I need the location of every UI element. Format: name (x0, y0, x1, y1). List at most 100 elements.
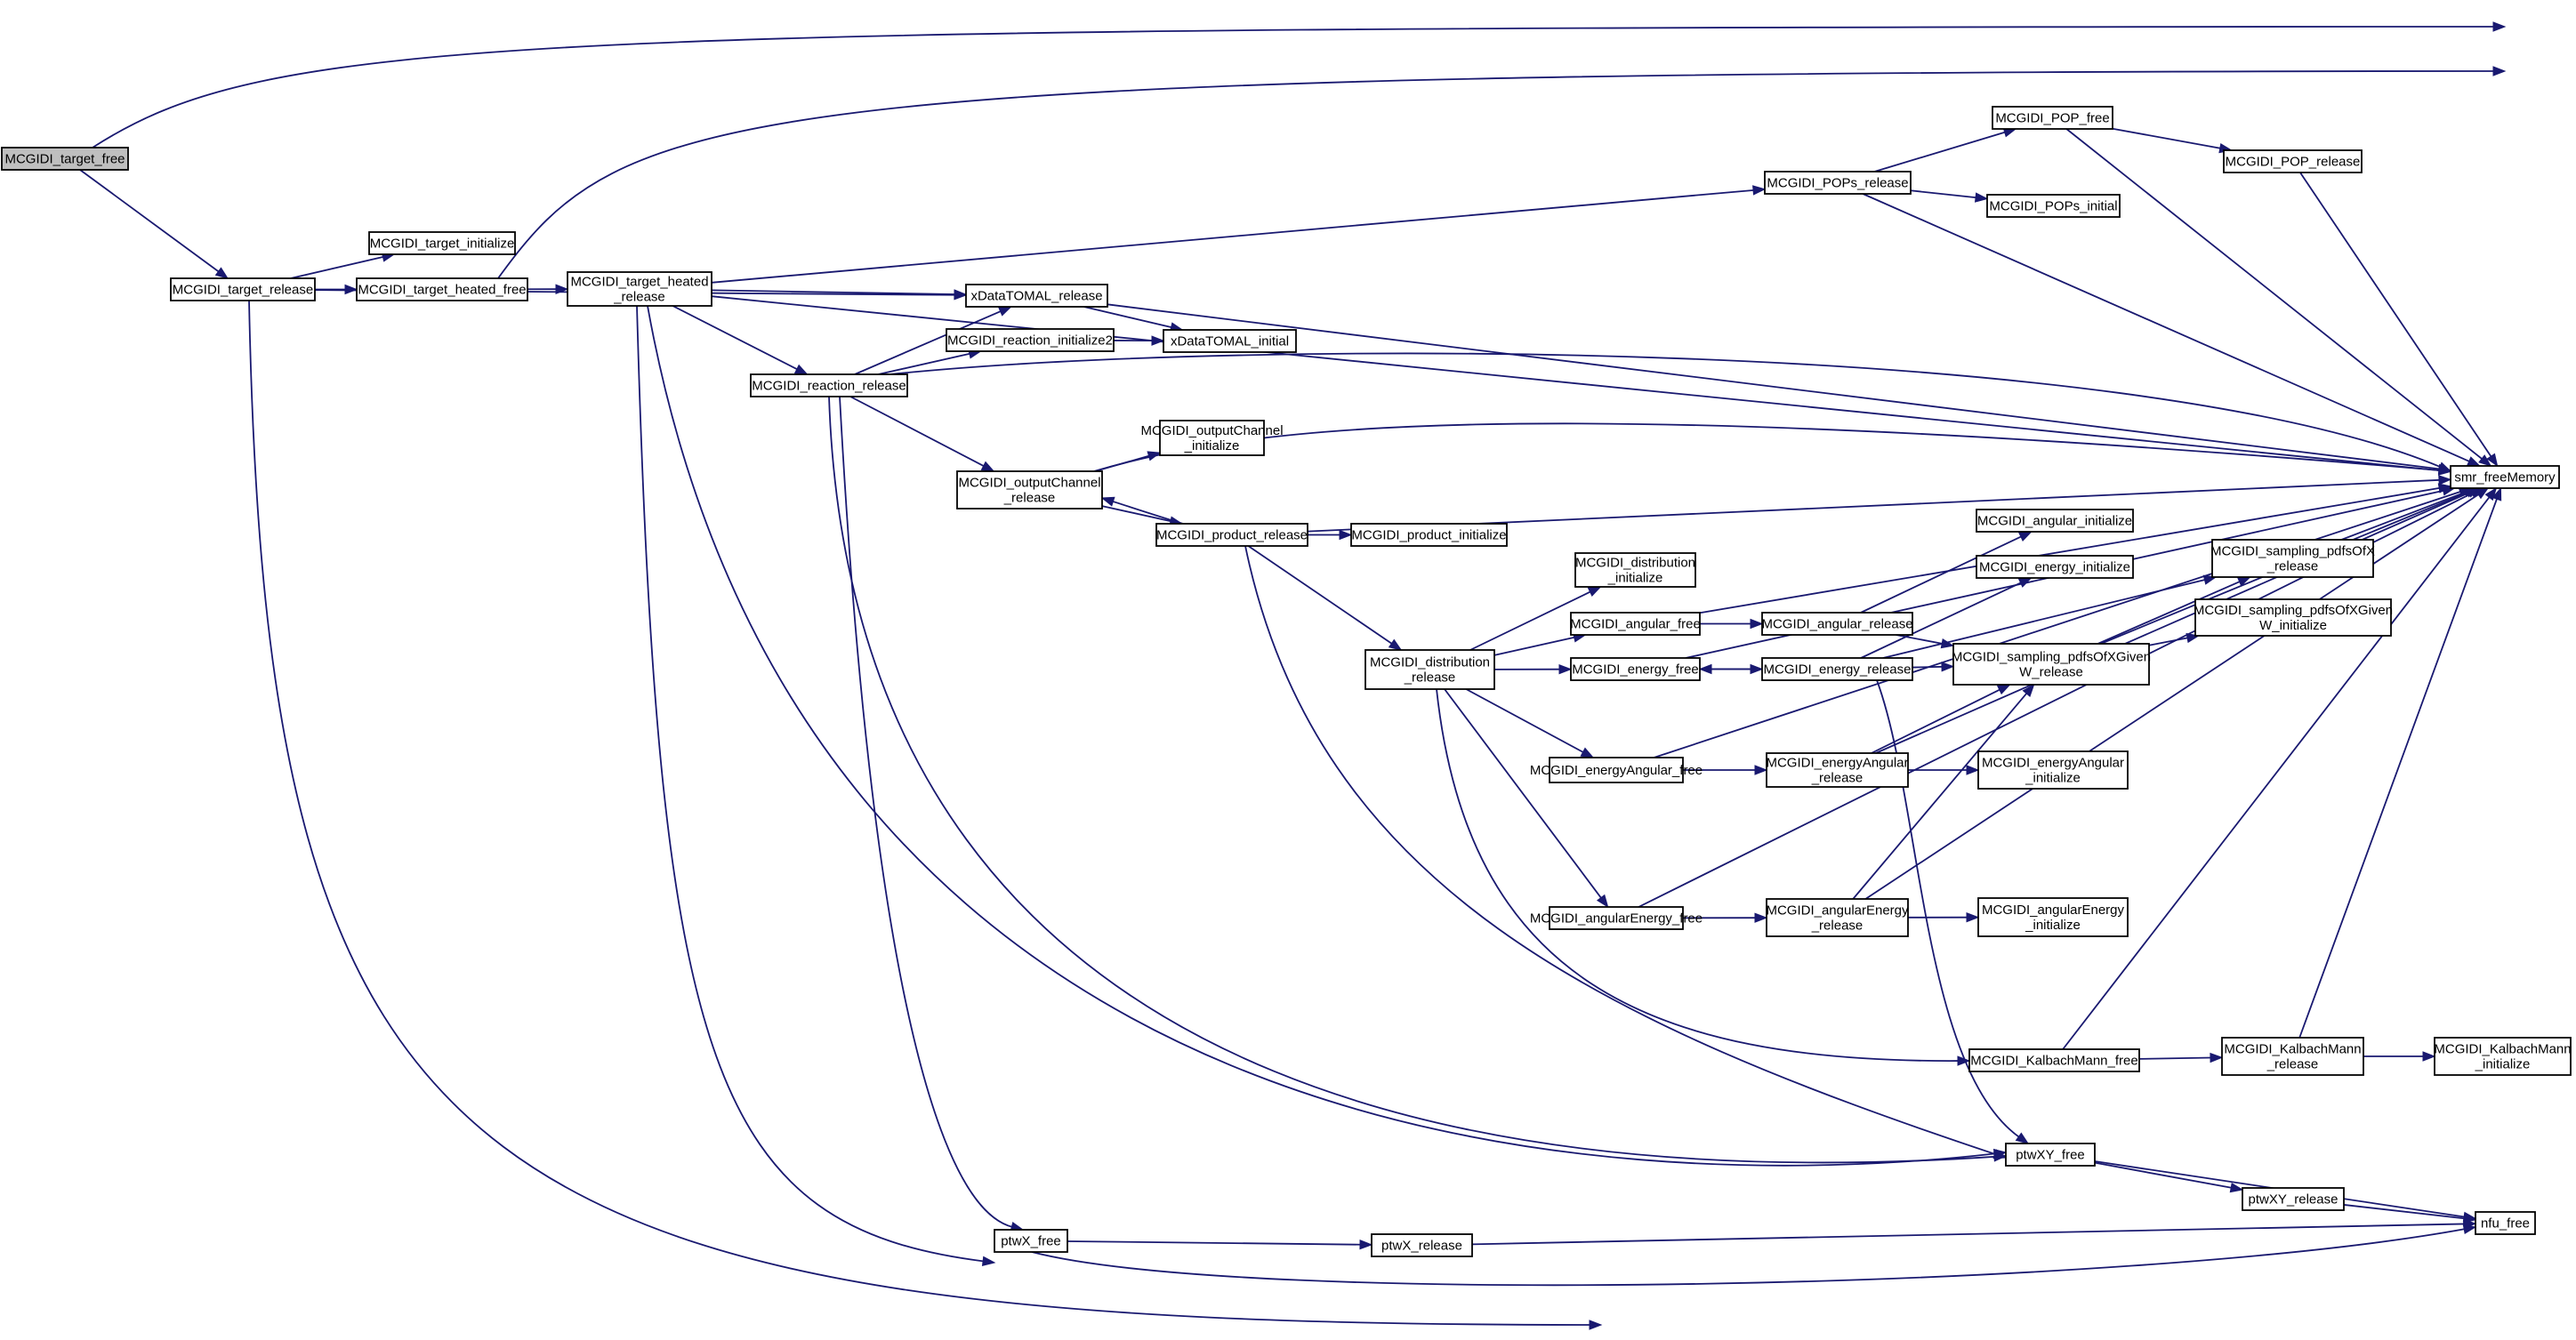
edge-energy_release-to-energy_free (1698, 663, 1762, 675)
node-label: _release (1811, 771, 1864, 786)
node-outputChannel-initialize[interactable]: MCGIDI_outputChannel_initialize (1140, 420, 1284, 456)
node-POPs-initial[interactable]: MCGIDI_POPs_initial (1986, 194, 2121, 218)
node-energy-release[interactable]: MCGIDI_energy_release (1761, 657, 1913, 681)
node-ptwX-free[interactable]: ptwX_free (994, 1229, 1068, 1253)
node-label: MCGIDI_KalbachMann (2224, 1042, 2361, 1057)
node-nfu-free[interactable]: nfu_free (2475, 1211, 2536, 1235)
node-label: nfu_free (2481, 1216, 2530, 1232)
node-sampling-pdfsOfX-release[interactable]: MCGIDI_sampling_pdfsOfX_release (2210, 539, 2375, 578)
edge-product_release-to-ptwXY_free (1244, 545, 2008, 1159)
node-box (2211, 539, 2374, 578)
function-nodes: MCGIDI_target_freeMCGIDI_target_releaseM… (1, 106, 2572, 1257)
node-label: MCGIDI_POP_free (1995, 111, 2109, 126)
node-label: MCGIDI_outputChannel (958, 476, 1100, 491)
edge-ptwX_release-to-nfu_free (1471, 1218, 2477, 1246)
edge-ptwXY_release-to-nfu_free (2343, 1204, 2477, 1224)
node-energyAngular-initialize[interactable]: MCGIDI_energyAngular_initialize (1977, 750, 2129, 790)
node-box (1371, 1233, 1473, 1257)
node-KalbachMann-initialize[interactable]: MCGIDI_KalbachMann_initialize (2434, 1037, 2572, 1076)
node-smr-freeMemory[interactable]: smr_freeMemory (2450, 465, 2560, 489)
edge-distribution_release-to-energy_free (1493, 663, 1573, 675)
node-energy-free[interactable]: MCGIDI_energy_free (1570, 657, 1701, 681)
node-energyAngular-release[interactable]: MCGIDI_energyAngular_release (1766, 752, 1909, 788)
edge-target_heated_free-to-target_heated_release (527, 284, 569, 294)
edge-POP_free-to-smr_freeMemory (2065, 128, 2492, 467)
node-box (356, 277, 528, 301)
node-box (965, 284, 1108, 308)
node-label: MCGIDI_energy_release (1764, 662, 1912, 678)
node-distribution-release[interactable]: MCGIDI_distribution_release (1364, 649, 1495, 690)
node-label: MCGIDI_angular_release (1761, 617, 1912, 632)
node-target-heated-release[interactable]: MCGIDI_target_heated_release (567, 271, 712, 307)
node-angularEnergy-initialize[interactable]: MCGIDI_angularEnergy_initialize (1977, 897, 2129, 937)
node-energy-initialize[interactable]: MCGIDI_energy_initialize (1976, 555, 2134, 579)
node-label: MCGIDI_angular_free (1570, 617, 1701, 632)
edge-energy_release-to-ptwXY_free (1876, 679, 2030, 1144)
node-label: MCGIDI_POP_release (2226, 155, 2361, 170)
node-POP-free[interactable]: MCGIDI_POP_free (1992, 106, 2113, 130)
node-label: ptwX_free (1001, 1234, 1061, 1249)
node-box (1350, 523, 1508, 547)
node-label: MCGIDI_angularEnergy (1982, 903, 2125, 918)
node-POPs-release[interactable]: MCGIDI_POPs_release (1764, 171, 1912, 195)
edge-KalbachMann_free-to-smr_freeMemory (2062, 486, 2498, 1050)
node-label: MCGIDI_reaction_release (752, 379, 906, 394)
node-target-free[interactable]: MCGIDI_target_free (1, 147, 129, 171)
node-xDataTOMAL-initial[interactable]: xDataTOMAL_initial (1163, 329, 1297, 353)
node-label: MCGIDI_distribution (1575, 556, 1695, 571)
edge-KalbachMann_release-to-KalbachMann_initialize (2363, 1051, 2436, 1062)
node-label: MCGIDI_reaction_initialize2 (947, 333, 1113, 349)
node-label: MCGIDI_outputChannel (1140, 423, 1283, 438)
node-xDataTOMAL-release[interactable]: xDataTOMAL_release (965, 284, 1108, 308)
node-target-initialize[interactable]: MCGIDI_target_initialize (368, 231, 516, 255)
edge-reaction_initialize2-to-xDataTOMAL_initial (1113, 335, 1165, 346)
node-angular-free[interactable]: MCGIDI_angular_free (1570, 612, 1701, 636)
node-box (1986, 194, 2121, 218)
edge-distribution_release-to-angular_free (1493, 632, 1587, 656)
edge-energyAngular_release-to-energyAngular_initialize (1908, 765, 1980, 775)
node-angular-release[interactable]: MCGIDI_angular_release (1761, 612, 1913, 636)
node-box (956, 470, 1103, 510)
edge-reaction_release-to-ptwX_free (839, 396, 1025, 1232)
edge-outputChannel_release-to-smr_freeMemory (1093, 422, 2452, 476)
node-label: xDataTOMAL_release (970, 289, 1102, 304)
edge-energy_release-to-energy_initialize (1860, 577, 2033, 659)
node-angularEnergy-free[interactable]: MCGIDI_angularEnergy_free (1530, 906, 1703, 930)
node-label: MCGIDI_KalbachMann (2434, 1042, 2571, 1057)
node-box (2005, 1143, 2096, 1167)
node-POP-release[interactable]: MCGIDI_POP_release (2223, 149, 2363, 173)
edge-angularEnergy_free-to-angularEnergy_release (1682, 912, 1768, 923)
node-angular-initialize[interactable]: MCGIDI_angular_initialize (1976, 509, 2134, 533)
edge-sampling_pdfsOfXGivenW_release-to-sampling_pdfsOfXGivenW_initialize (2148, 632, 2201, 646)
node-ptwXY-release[interactable]: ptwXY_release (2242, 1187, 2345, 1211)
node-KalbachMann-release[interactable]: MCGIDI_KalbachMann_release (2221, 1037, 2364, 1076)
node-label: smr_freeMemory (2454, 470, 2556, 485)
node-target-release[interactable]: MCGIDI_target_release (170, 277, 316, 301)
node-label: MCGIDI_sampling_pdfsOfXGiven (2194, 603, 2393, 618)
edge-ptwX_free-to-nfu_free (1031, 1224, 2477, 1287)
edge-product_release-to-product_initialize (1308, 529, 1353, 541)
edge-angularEnergy_release-to-sampling_pdfsOfXGivenW_release (1852, 683, 2035, 900)
node-outputChannel-release[interactable]: MCGIDI_outputChannel_release (956, 470, 1103, 510)
node-ptwX-release[interactable]: ptwX_release (1371, 1233, 1473, 1257)
node-product-release[interactable]: MCGIDI_product_release (1155, 523, 1308, 547)
edge-target_free-to-target_release (79, 169, 229, 279)
node-reaction-initialize2[interactable]: MCGIDI_reaction_initialize2 (946, 328, 1115, 352)
node-product-initialize[interactable]: MCGIDI_product_initialize (1350, 523, 1508, 547)
node-label: _release (2266, 559, 2319, 574)
node-target-heated-free[interactable]: MCGIDI_target_heated_free (356, 277, 528, 301)
node-ptwXY-free[interactable]: ptwXY_free (2005, 1143, 2096, 1167)
node-label: W_initialize (2259, 618, 2327, 633)
node-label: MCGIDI_angular_initialize (1977, 514, 2132, 529)
node-distribution-initialize[interactable]: MCGIDI_distribution_initialize (1574, 552, 1696, 588)
node-angularEnergy-release[interactable]: MCGIDI_angularEnergy_release (1766, 898, 1909, 937)
node-box (1761, 657, 1913, 681)
node-label: MCGIDI_sampling_pdfsOfX (2210, 544, 2375, 559)
edge-target_release-to-nfu_free (248, 300, 1603, 1330)
node-label: MCGIDI_product_initialize (1351, 528, 1506, 543)
node-energyAngular-free[interactable]: MCGIDI_energyAngular_free (1530, 757, 1703, 783)
node-KalbachMann-free[interactable]: MCGIDI_KalbachMann_free (1968, 1048, 2140, 1072)
node-reaction-release[interactable]: MCGIDI_reaction_release (750, 373, 908, 397)
